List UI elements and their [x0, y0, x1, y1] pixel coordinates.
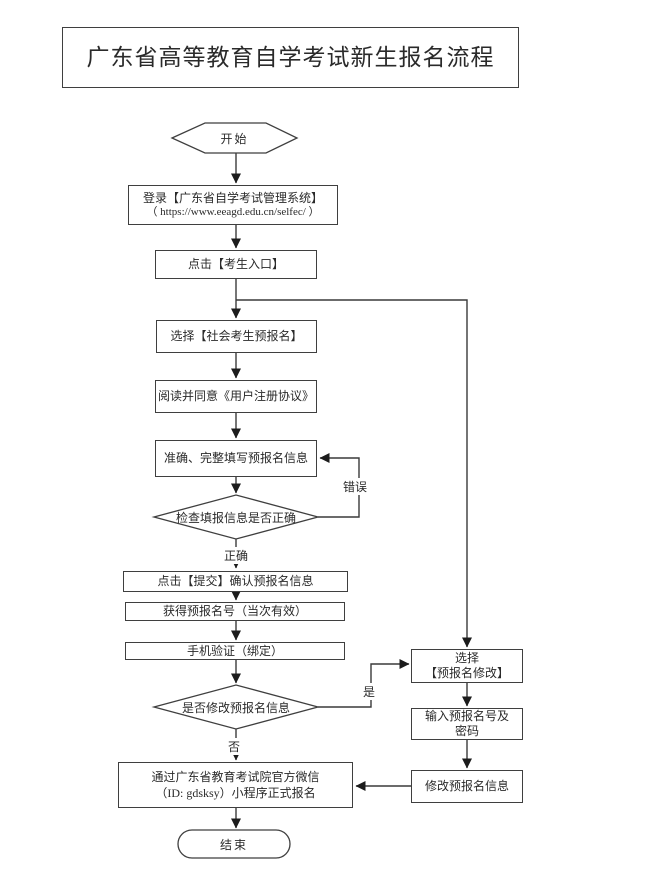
step-modify-info: 修改预报名信息: [411, 770, 523, 803]
step-submit-confirm: 点击【提交】确认预报名信息: [123, 571, 348, 592]
step-agreement: 阅读并同意《用户注册协议》: [155, 380, 317, 413]
modify-decision-label: 是否修改预报名信息: [181, 700, 290, 715]
step-fill-info: 准确、完整填写预报名信息: [155, 440, 317, 477]
step-login-url: （ https://www.eeagd.edu.cn/selfec/ ）: [146, 206, 320, 218]
step-wechat-register: 通过广东省教育考试院官方微信 （ID: gdsksy）小程序正式报名: [118, 762, 353, 808]
end-terminator-shape: [177, 829, 291, 859]
branch-label-no: 否: [221, 738, 247, 755]
branch-label-yes: 是: [356, 683, 382, 700]
step-enter-number: 输入预报名号及 密码: [411, 708, 523, 740]
step-wechat-line1: 通过广东省教育考试院官方微信: [151, 770, 320, 784]
step-phone-verify: 手机验证（绑定）: [125, 642, 345, 660]
step-modify-select-line2: 【预报名修改】: [424, 666, 509, 680]
check-decision-shape: [151, 494, 321, 540]
branch-label-error: 错误: [331, 478, 379, 495]
step-login: 登录【广东省自学考试管理系统】 （ https://www.eeagd.edu.…: [128, 185, 338, 225]
step-select-preregister: 选择【社会考生预报名】: [156, 320, 317, 353]
modify-decision-shape: [151, 684, 321, 730]
start-terminator-label: 开始: [220, 131, 249, 146]
step-get-number: 获得预报名号（当次有效）: [125, 602, 345, 621]
arrow-branch-to-modify-select: [236, 299, 472, 648]
step-modify-select: 选择 【预报名修改】: [411, 649, 523, 683]
step-candidate-entrance: 点击【考生入口】: [155, 250, 317, 279]
step-enter-number-line1: 输入预报名号及: [424, 709, 509, 723]
step-login-line1: 登录【广东省自学考试管理系统】: [142, 191, 323, 205]
step-modify-select-line1: 选择: [454, 651, 479, 665]
page-title: 广东省高等教育自学考试新生报名流程: [62, 27, 519, 88]
check-decision-label: 检查填报信息是否正确: [175, 510, 296, 525]
step-enter-number-line2: 密码: [454, 724, 479, 738]
start-terminator-shape: [170, 122, 299, 154]
step-wechat-line2: （ID: gdsksy）小程序正式报名: [155, 786, 316, 800]
end-terminator-label: 结束: [219, 837, 248, 852]
branch-label-correct: 正确: [212, 547, 260, 564]
